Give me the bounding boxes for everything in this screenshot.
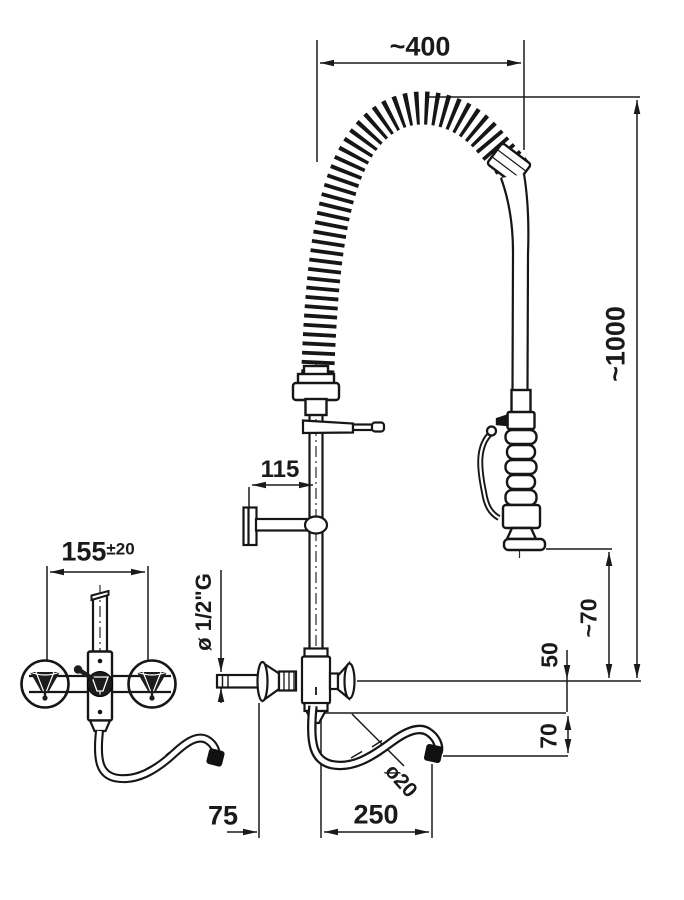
support-arm [301,419,386,435]
dim-label-gun-to-outlet: ~70 [575,598,602,638]
mixer-spout [93,730,225,784]
main-spout [306,705,444,771]
wall-bracket [242,506,329,547]
dim-label-handle-spacing: 155±20 [61,536,135,567]
dimension-lines [46,40,641,838]
tee-valve-body [215,647,356,725]
dim-label-tee-to-spout: 50 [536,642,563,668]
dim-label-spout-drop: 70 [535,723,562,749]
wall-mixer [20,589,177,733]
dim-label-inlet-thread: ø 1/2"G [191,573,216,651]
dim-handle-spacing-value: 155 [61,536,107,567]
spray-gun [495,388,547,552]
mixer-handle-left [29,671,61,701]
dim-handle-spacing-tolerance: ±20 [106,539,135,559]
coiled-hose [300,91,530,393]
gun-supply-tube [499,173,530,391]
mixer-handle-right [136,671,168,701]
spring-holder [291,364,341,417]
dim-label-overall-height: ~1000 [600,306,631,382]
dim-label-wall-offset: 75 [207,800,239,831]
dim-label-bracket-offset: 115 [260,456,300,483]
dim-label-hose-arch-width: ~400 [389,31,451,62]
dim-label-spout-reach: 250 [353,799,399,830]
gun-trigger-lever [477,425,501,521]
